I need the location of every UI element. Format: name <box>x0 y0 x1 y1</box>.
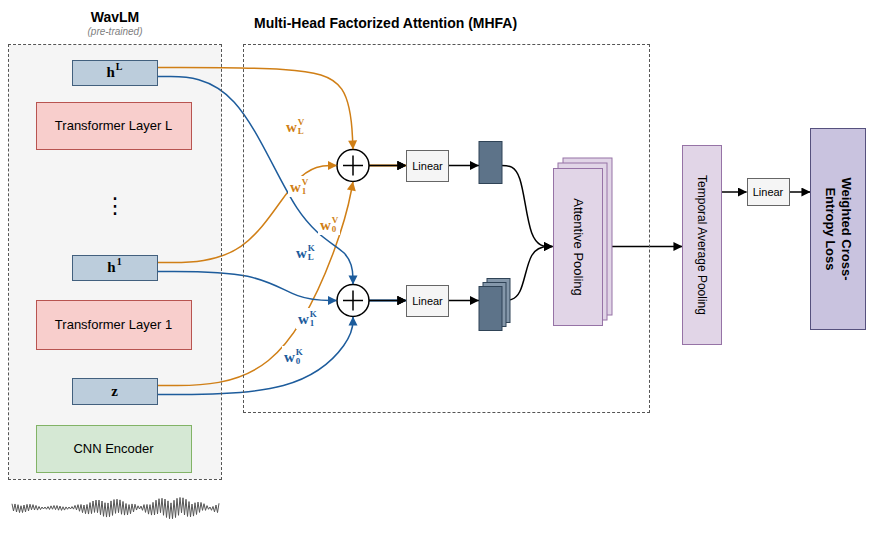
weight-symbol: w <box>284 349 295 365</box>
weight-symbol: w <box>290 179 301 195</box>
state-symbol: h <box>106 64 114 81</box>
node-label: Transformer Layer L <box>55 118 172 133</box>
weight-subscript: L <box>308 253 315 262</box>
node-label: Attentive Pooling <box>570 198 585 296</box>
weight-superscript: V <box>298 118 305 127</box>
weight-label: wK1 <box>296 308 319 329</box>
weight-indices: V1 <box>302 178 309 196</box>
weight-symbol: w <box>320 217 331 233</box>
sum-circle <box>337 150 369 182</box>
weight-subscript: 1 <box>310 319 317 328</box>
state-superscript: 1 <box>117 256 122 267</box>
weight-superscript: V <box>302 178 309 187</box>
connector <box>158 68 407 166</box>
arrowhead <box>470 161 479 170</box>
weight-superscript: K <box>310 310 317 319</box>
weight-indices: KL <box>308 244 315 262</box>
weight-indices: VL <box>298 118 305 136</box>
waveform <box>12 497 219 518</box>
cnn-encoder: CNN Encoder <box>36 425 192 473</box>
weight-label: wKL <box>294 242 317 263</box>
node-label: Linear <box>753 186 784 198</box>
weight-subscript: 1 <box>302 187 309 196</box>
state-symbol: h <box>107 259 115 276</box>
output-vector <box>479 142 502 184</box>
weight-superscript: K <box>308 244 315 253</box>
linear-layer: Linear <box>406 150 449 182</box>
group-title: WavLM <box>9 9 221 25</box>
weight-superscript: K <box>296 348 303 357</box>
connector <box>158 301 407 395</box>
node-label: Linear <box>412 295 443 307</box>
pooling-block: Temporal Average Pooling <box>682 145 722 345</box>
linear-layer: Linear <box>406 285 449 317</box>
model-group: WavLM(pre-trained)hLTransformer Layer Lh… <box>8 44 222 480</box>
state-superscript: L <box>116 61 123 72</box>
linear-layer: Linear <box>747 178 790 206</box>
connector <box>158 166 407 386</box>
weight-label: wK0 <box>282 346 305 367</box>
arrowhead <box>347 182 356 192</box>
arrowhead <box>348 140 357 149</box>
hidden-state: h1 <box>72 255 158 281</box>
connector <box>790 191 811 193</box>
plus-sign <box>343 156 363 176</box>
node-label: Temporal Average Pooling <box>695 175 709 315</box>
weight-symbol: w <box>298 311 309 327</box>
connector <box>722 191 747 193</box>
weight-subscript: L <box>298 127 305 136</box>
weight-symbol: w <box>286 119 297 135</box>
hidden-state: hL <box>72 60 158 86</box>
arrowhead <box>349 317 358 326</box>
weight-symbol: w <box>296 245 307 261</box>
node-label: Transformer Layer 1 <box>55 317 172 332</box>
group-subtitle: (pre-trained) <box>9 26 221 37</box>
weight-label: wV0 <box>318 214 340 235</box>
weight-subscript: 0 <box>332 225 339 234</box>
sum-output-line <box>369 300 398 302</box>
arrowhead <box>470 296 479 305</box>
group-title: Multi-Head Factorized Attention (MHFA) <box>254 15 517 31</box>
loss-block: Weighted Cross-Entropy Loss <box>810 128 866 330</box>
arrowhead <box>349 276 358 285</box>
weight-indices: V0 <box>332 216 339 234</box>
weight-subscript: 0 <box>296 357 303 366</box>
connector <box>603 246 683 248</box>
output-matrix <box>479 287 502 331</box>
sum-output-line <box>369 165 398 167</box>
connector <box>158 77 407 301</box>
transformer-layer: Transformer Layer L <box>36 102 192 150</box>
transformer-layer: Transformer Layer 1 <box>36 300 192 350</box>
node-label: Linear <box>412 160 443 172</box>
arrowhead <box>328 161 337 170</box>
weight-superscript: V <box>332 216 339 225</box>
weight-label: wVL <box>284 116 306 137</box>
node-label: Weighted Cross-Entropy Loss <box>822 169 854 289</box>
node-label: CNN Encoder <box>73 441 153 456</box>
weight-indices: K0 <box>296 348 303 366</box>
arrowhead <box>328 296 337 305</box>
state-symbol: z <box>111 383 118 400</box>
feature-vector: z <box>72 378 158 405</box>
weight-label: wV1 <box>288 176 310 197</box>
sum-circle <box>337 285 369 317</box>
weight-indices: K1 <box>310 310 317 328</box>
plus-sign <box>343 291 363 311</box>
pooling-block: Attentive Pooling <box>553 168 603 326</box>
ellipsis: ⋮ <box>100 194 130 218</box>
